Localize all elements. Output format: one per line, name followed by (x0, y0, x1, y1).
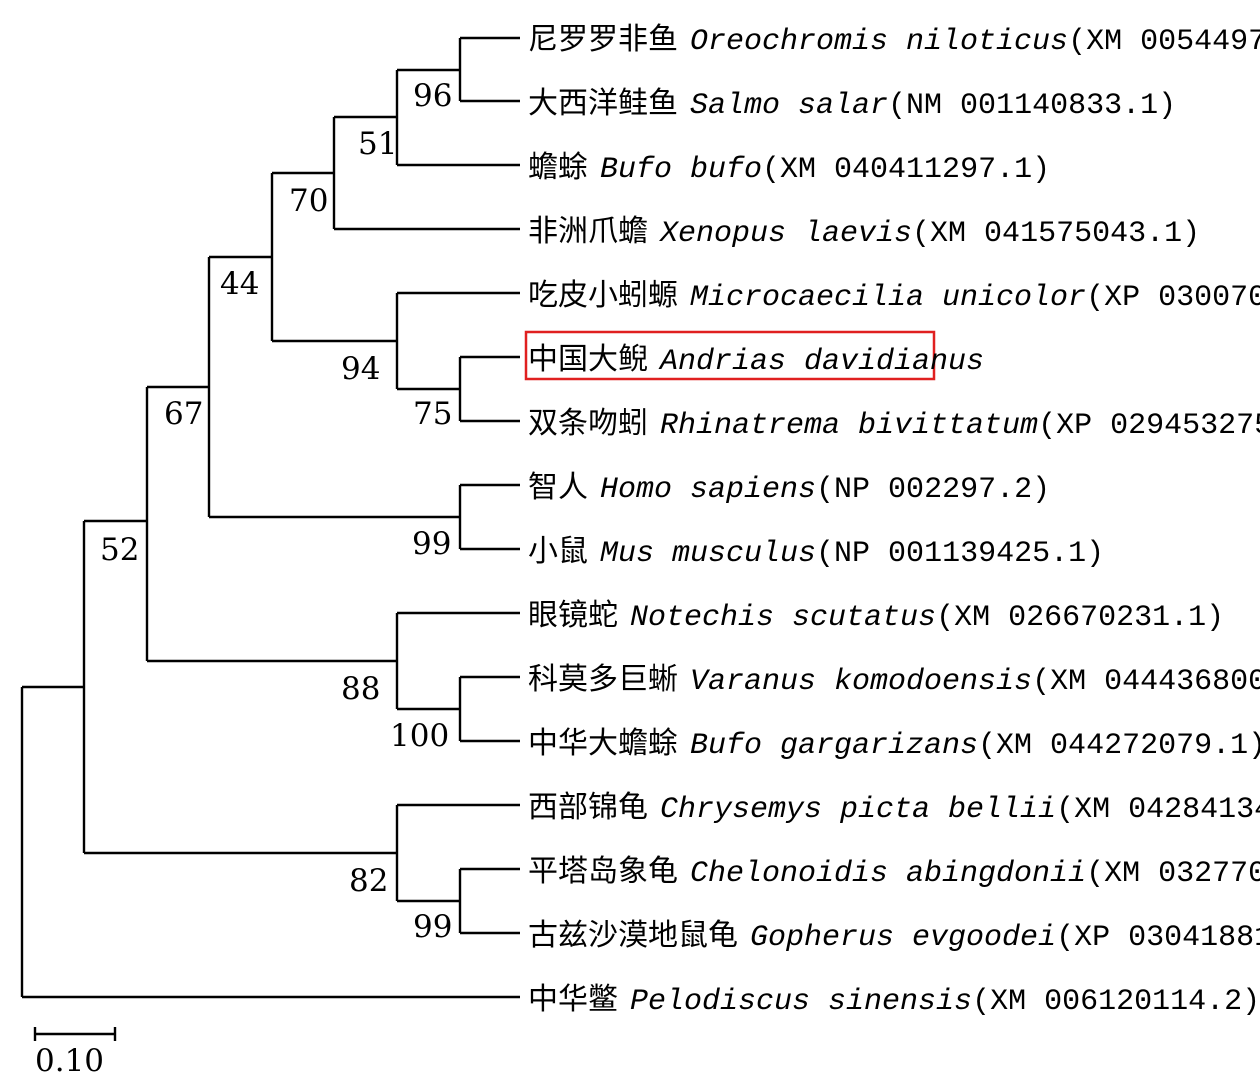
leaf-label: 古兹沙漠地鼠龟 Gopherus evgoodei(XP 030418817.1) (528, 919, 1260, 955)
branches (20, 36, 520, 999)
leaf-acc: (XM 005449749.3) (1068, 25, 1260, 59)
leaf-species: Chrysemys picta bellii (660, 793, 1056, 827)
bootstrap-label: 94 (341, 351, 380, 387)
bootstrap-label: 88 (341, 671, 380, 707)
leaf-species: Notechis scutatus (630, 601, 936, 635)
leaf-cn: 蟾蜍 (528, 151, 588, 187)
leaf-label: 非洲爪蟾 Xenopus laevis(XM 041575043.1) (528, 215, 1200, 251)
leaf-label: 尼罗罗非鱼 Oreochromis niloticus(XM 005449749.… (528, 23, 1260, 59)
leaf-cn: 非洲爪蟾 (528, 215, 648, 251)
leaf-species: Rhinatrema bivittatum (660, 409, 1038, 443)
leaf-acc: (NP 001139425.1) (816, 537, 1104, 571)
leaf-label: 中华大蟾蜍 Bufo gargarizans(XM 044272079.1) (528, 727, 1260, 763)
leaf-labels: 尼罗罗非鱼 Oreochromis niloticus(XM 005449749.… (528, 23, 1260, 1019)
leaf-species: Pelodiscus sinensis (630, 985, 972, 1019)
leaf-cn: 中华大蟾蜍 (528, 727, 678, 763)
bootstrap-label: 99 (412, 526, 451, 562)
leaf-cn: 中国大鲵 (528, 343, 648, 379)
leaf-species: Gopherus evgoodei (750, 921, 1056, 955)
leaf-cn: 眼镜蛇 (528, 599, 618, 635)
bootstrap-label: 96 (413, 78, 452, 114)
scale-bar-label: 0.10 (35, 1043, 104, 1079)
leaf-cn: 双条吻蚓 (528, 407, 648, 443)
leaf-acc: (XP 029453275.1) (1038, 409, 1260, 443)
leaf-species: Chelonoidis abingdonii (690, 857, 1086, 891)
leaf-species: Microcaecilia unicolor (690, 281, 1086, 315)
leaf-acc: (NM 001140833.1) (888, 89, 1176, 123)
bootstrap-label: 99 (413, 909, 452, 945)
leaf-acc: (XM 044436800.1) (1032, 665, 1260, 699)
leaf-label: 蟾蜍 Bufo bufo(XM 040411297.1) (528, 151, 1050, 187)
leaf-acc: (XM 026670231.1) (936, 601, 1224, 635)
leaf-species: Varanus komodoensis (690, 665, 1032, 699)
leaf-label: 双条吻蚓 Rhinatrema bivittatum(XP 029453275.1… (528, 407, 1260, 443)
leaf-species: Mus musculus (600, 537, 816, 571)
leaf-acc: (XM 032770381.1) (1086, 857, 1260, 891)
leaf-acc: (XP 030070482.1) (1086, 281, 1260, 315)
leaf-species: Salmo salar (690, 89, 888, 123)
leaf-cn: 大西洋鲑鱼 (528, 87, 678, 123)
bootstrap-label: 82 (349, 863, 388, 899)
bootstrap-values: 96 51 70 75 94 44 99 67 100 88 52 99 82 (100, 78, 452, 945)
bootstrap-label: 100 (390, 718, 449, 754)
leaf-species: Oreochromis niloticus (690, 25, 1068, 59)
leaf-cn: 智人 (528, 471, 588, 507)
leaf-acc: (XM 042841349.1) (1056, 793, 1260, 827)
leaf-cn: 西部锦龟 (528, 791, 648, 827)
leaf-label: 智人 Homo sapiens(NP 002297.2) (528, 471, 1050, 507)
leaf-species: Andrias davidianus (658, 345, 984, 379)
leaf-cn: 小鼠 (528, 535, 588, 571)
leaf-label: 吃皮小蚓螈 Microcaecilia unicolor(XP 030070482… (528, 279, 1260, 315)
leaf-cn: 尼罗罗非鱼 (528, 23, 678, 59)
leaf-label: 西部锦龟 Chrysemys picta bellii(XM 042841349.… (528, 791, 1260, 827)
leaf-acc: (XP 030418817.1) (1056, 921, 1260, 955)
leaf-label: 平塔岛象龟 Chelonoidis abingdonii(XM 032770381… (528, 855, 1260, 891)
leaf-species: Bufo bufo (600, 153, 762, 187)
leaf-label: 眼镜蛇 Notechis scutatus(XM 026670231.1) (528, 599, 1224, 635)
leaf-species: Xenopus laevis (658, 217, 912, 251)
leaf-acc: (XM 044272079.1) (978, 729, 1260, 763)
bootstrap-label: 44 (220, 266, 259, 302)
highlight-box (524, 330, 936, 381)
leaf-cn: 吃皮小蚓螈 (528, 279, 678, 315)
leaf-acc: (NP 002297.2) (816, 473, 1050, 507)
leaf-cn: 平塔岛象龟 (528, 855, 678, 891)
leaf-acc: (XM 006120114.2) (972, 985, 1260, 1019)
bootstrap-label: 51 (358, 126, 397, 162)
leaf-cn: 古兹沙漠地鼠龟 (528, 919, 738, 955)
bootstrap-label: 70 (289, 183, 328, 219)
leaf-cn: 中华鳖 (528, 983, 618, 1019)
leaf-acc: (XM 040411297.1) (762, 153, 1050, 187)
leaf-label: 科莫多巨蜥 Varanus komodoensis(XM 044436800.1) (528, 663, 1260, 699)
leaf-species: Homo sapiens (600, 473, 816, 507)
bootstrap-label: 52 (100, 532, 139, 568)
leaf-label: 大西洋鲑鱼 Salmo salar(NM 001140833.1) (528, 87, 1176, 123)
leaf-cn: 科莫多巨蜥 (528, 663, 678, 699)
leaf-label: 中国大鲵 Andrias davidianus (528, 343, 984, 379)
bootstrap-label: 67 (164, 396, 203, 432)
leaf-acc: (XM 041575043.1) (912, 217, 1200, 251)
leaf-label: 小鼠 Mus musculus(NP 001139425.1) (528, 535, 1104, 571)
scale-bar: 0.10 (33, 1027, 117, 1079)
leaf-label: 中华鳖 Pelodiscus sinensis(XM 006120114.2) (528, 983, 1260, 1019)
leaf-species: Bufo gargarizans (690, 729, 978, 763)
bootstrap-label: 75 (413, 396, 452, 432)
